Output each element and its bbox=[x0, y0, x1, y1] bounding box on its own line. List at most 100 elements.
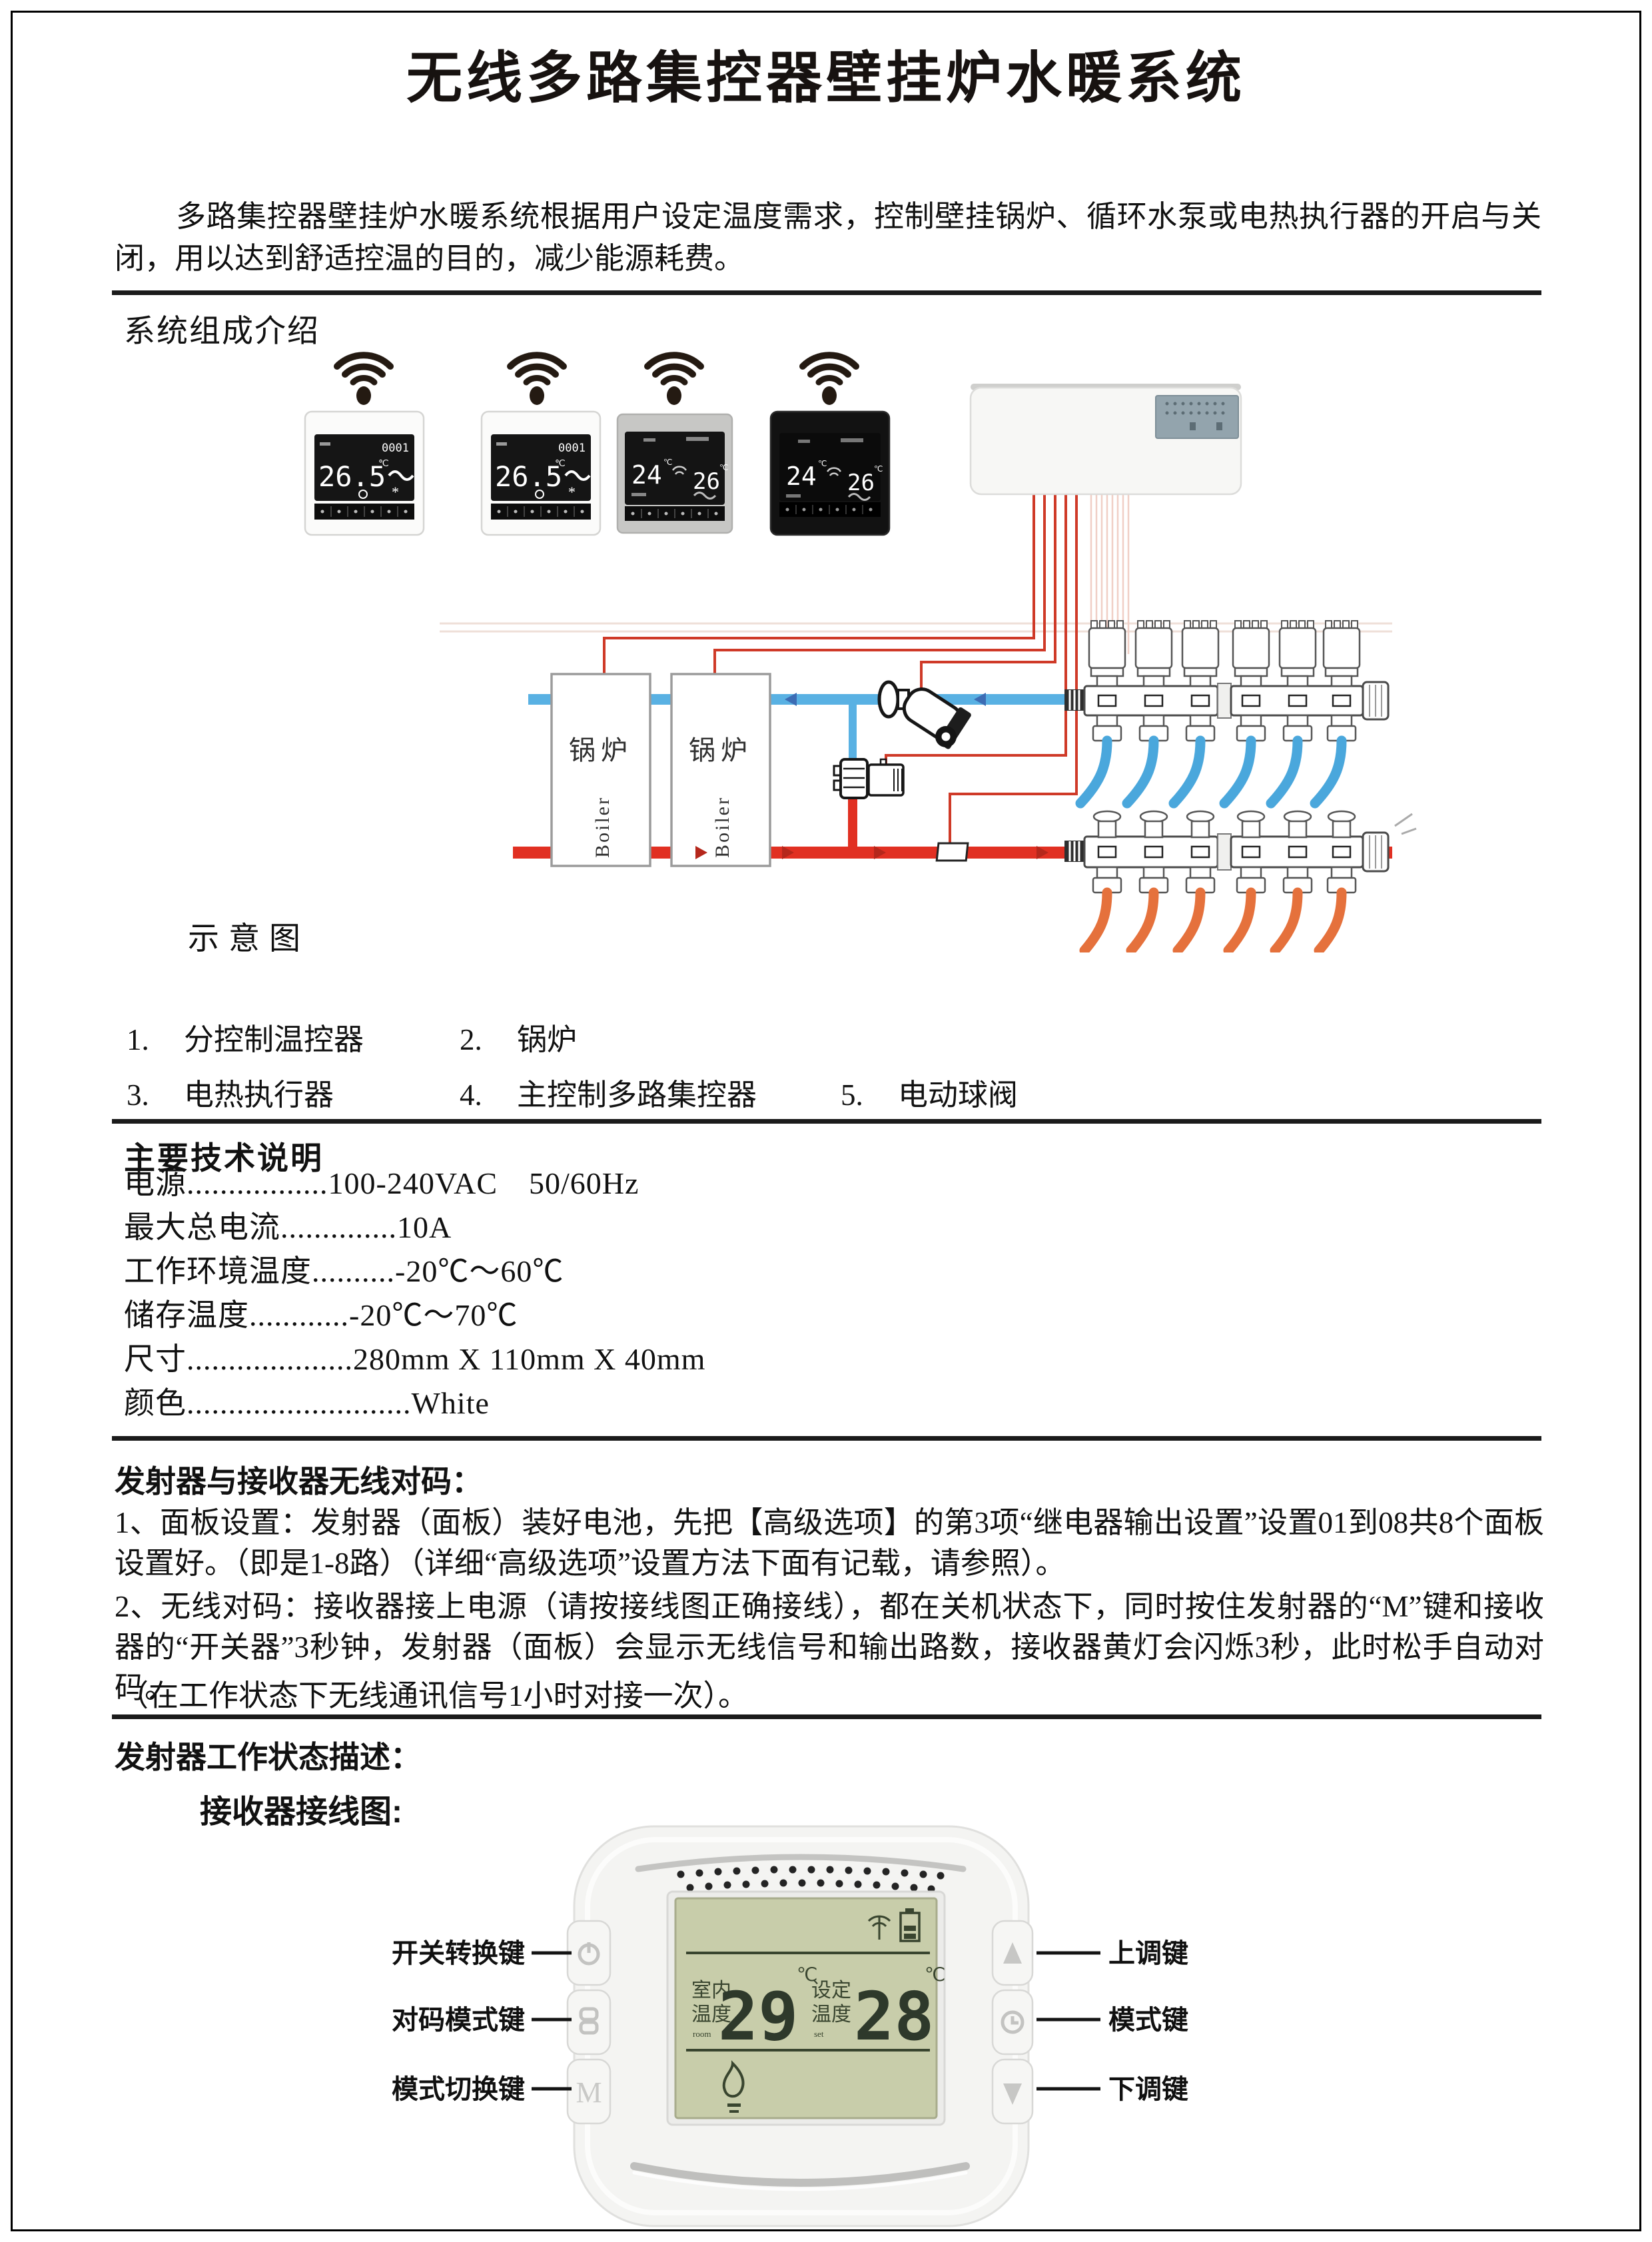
key-label-mode: 模式键 bbox=[1108, 2006, 1188, 2035]
thermostat-set-temp: 26 bbox=[693, 468, 720, 495]
wifi-mini-icon bbox=[826, 467, 842, 476]
key-label-up: 上调键 bbox=[1108, 1939, 1188, 1968]
thermostat-room-temp: 24 bbox=[786, 462, 817, 491]
spec-label: 储存温度 bbox=[124, 1298, 249, 1332]
room-temp-value: 29 bbox=[718, 1978, 798, 2055]
wifi-icon bbox=[337, 355, 390, 405]
section-heading-rx-wiring: 接收器接线图: bbox=[200, 1794, 402, 1830]
spec-row-dimensions: 尺寸....................280mm X 110mm X 40… bbox=[124, 1335, 705, 1379]
boiler-2-label-en: Boiler bbox=[711, 796, 733, 858]
legend-num: 2. bbox=[460, 1023, 482, 1056]
system-schematic: 锅炉 Boiler 锅炉 Boiler bbox=[304, 346, 1417, 952]
section-heading-specs: 主要技术说明 bbox=[124, 1142, 324, 1176]
section-heading-tx-status: 发射器工作状态描述： bbox=[115, 1740, 421, 1774]
boiler-1-label-cn: 锅炉 bbox=[569, 735, 633, 765]
power-key bbox=[566, 1920, 612, 1986]
set-temp-value: 28 bbox=[854, 1978, 934, 2055]
spec-leader: ............ bbox=[249, 1298, 349, 1332]
receiver-device: 室内 温度 room 29 ℃ 设定 温度 set 28 ℃ bbox=[566, 1825, 1034, 2227]
spec-value: 10A bbox=[397, 1210, 452, 1244]
spec-label: 颜色 bbox=[124, 1386, 187, 1420]
clock-icon bbox=[1001, 2010, 1025, 2034]
mode-key bbox=[991, 1989, 1034, 2055]
thermostat-temp: 26.5 bbox=[318, 460, 386, 493]
unit: ℃ bbox=[378, 458, 389, 469]
legend-item-2: 2.锅炉 bbox=[460, 1015, 577, 1058]
unit: ℃ bbox=[663, 458, 672, 467]
room-sub-label: room bbox=[693, 2029, 711, 2039]
snowflake-icon: * bbox=[392, 484, 399, 500]
key-label-mode-switch: 模式切换键 bbox=[392, 2075, 525, 2104]
pairing-step-2: 2、无线对码：接收器接上电源（请按接线图正确接线），都在关机状态下，同时按住发射… bbox=[115, 1590, 1544, 1704]
section-divider-2 bbox=[112, 1119, 1541, 1124]
legend-num: 3. bbox=[127, 1078, 149, 1112]
wifi-mini-icon bbox=[671, 466, 687, 475]
page-border-frame bbox=[11, 11, 1641, 2231]
fan-icon bbox=[535, 490, 544, 499]
wifi-icon bbox=[803, 355, 856, 405]
legend-item-5: 5.电动球阀 bbox=[841, 1070, 1018, 1114]
spec-leader: ................. bbox=[187, 1166, 328, 1200]
intro-paragraph: 多路集控器壁挂炉水暖系统根据用户设定温度需求，控制壁挂锅炉、循环水泵或电热执行器… bbox=[115, 200, 1541, 275]
spec-value: White bbox=[411, 1386, 490, 1420]
schematic-caption: 示意图 bbox=[188, 922, 310, 956]
boiler-2: 锅炉 Boiler bbox=[670, 673, 771, 867]
spec-leader: .................... bbox=[187, 1342, 353, 1376]
unit: ℃ bbox=[818, 459, 827, 468]
spec-leader: .............. bbox=[280, 1210, 397, 1244]
spec-label: 最大总电流 bbox=[124, 1210, 280, 1244]
m-key-label: M bbox=[576, 2076, 602, 2109]
spec-row-current: 最大总电流..............10A bbox=[124, 1203, 452, 1247]
snowflake-icon: * bbox=[568, 484, 576, 500]
spec-leader: ........................... bbox=[187, 1386, 412, 1420]
room-label-2: 温度 bbox=[691, 2004, 731, 2026]
return-manifold bbox=[1064, 621, 1390, 803]
battery-icon bbox=[899, 1908, 921, 1942]
boiler-1-label-en: Boiler bbox=[592, 796, 614, 858]
controller-display bbox=[1155, 395, 1239, 439]
wifi-icon bbox=[510, 355, 564, 405]
spec-row-power: 电源.................100-240VAC 50/60Hz bbox=[124, 1159, 639, 1203]
spec-leader: .......... bbox=[312, 1254, 395, 1288]
spec-label: 尺寸 bbox=[124, 1342, 187, 1376]
set-sub-label: set bbox=[814, 2029, 824, 2039]
section-heading-pairing: 发射器与接收器无线对码： bbox=[115, 1464, 482, 1499]
set-temp-unit: ℃ bbox=[925, 1965, 945, 1986]
section-divider-4 bbox=[112, 1714, 1541, 1719]
pairing-step-1: 1、面板设置：发射器（面板）装好电池，先把【高级选项】的第3项“继电器输出设置”… bbox=[115, 1506, 1544, 1580]
boiler-2-label-cn: 锅炉 bbox=[689, 735, 753, 765]
wave-icon bbox=[564, 470, 591, 481]
legend-num: 5. bbox=[841, 1078, 863, 1112]
wifi-icon bbox=[647, 355, 701, 405]
bottom-chrome-strip bbox=[630, 2162, 970, 2187]
thermostat-temp: 26.5 bbox=[495, 460, 562, 493]
pairing-note: （在工作状态下无线通讯信号1小时对接一次）。 bbox=[119, 1679, 749, 1712]
power-icon bbox=[578, 1942, 600, 1966]
thermostat-code: 0001 bbox=[558, 442, 586, 455]
touch-keys bbox=[625, 506, 725, 521]
spec-value: -20℃～60℃ bbox=[395, 1254, 564, 1288]
legend-label: 分控制温控器 bbox=[184, 1023, 364, 1056]
pairing-icon bbox=[579, 2007, 599, 2035]
room-label-1: 室内 bbox=[691, 1980, 731, 2002]
touch-keys bbox=[491, 504, 591, 520]
legend-item-3: 3. 电热执行器 bbox=[127, 1070, 334, 1114]
down-arrow-icon bbox=[1003, 2083, 1022, 2105]
unit: ℃ bbox=[874, 464, 883, 474]
flame-icon bbox=[722, 2060, 745, 2113]
thermostat-room-temp: 24 bbox=[631, 460, 662, 490]
unit: ℃ bbox=[555, 458, 566, 469]
vent-holes bbox=[677, 1866, 945, 1893]
legend-num: 1. bbox=[127, 1023, 149, 1056]
set-label-1: 设定 bbox=[811, 1980, 851, 2002]
receiver-lcd: 室内 温度 room 29 ℃ 设定 温度 set 28 ℃ bbox=[666, 1890, 946, 2126]
legend-label: 电热执行器 bbox=[184, 1078, 334, 1112]
callout-lines bbox=[532, 1951, 1100, 2091]
spec-value: 280mm X 110mm X 40mm bbox=[353, 1342, 706, 1376]
key-label-power: 开关转换键 bbox=[392, 1939, 525, 1968]
thermostat-black: 24 ℃ 26 ℃ bbox=[769, 410, 891, 536]
up-key bbox=[991, 1920, 1034, 1986]
thermostat-white-1: 0001 26.5 ℃ * bbox=[304, 410, 425, 536]
unit: ℃ bbox=[719, 463, 728, 472]
